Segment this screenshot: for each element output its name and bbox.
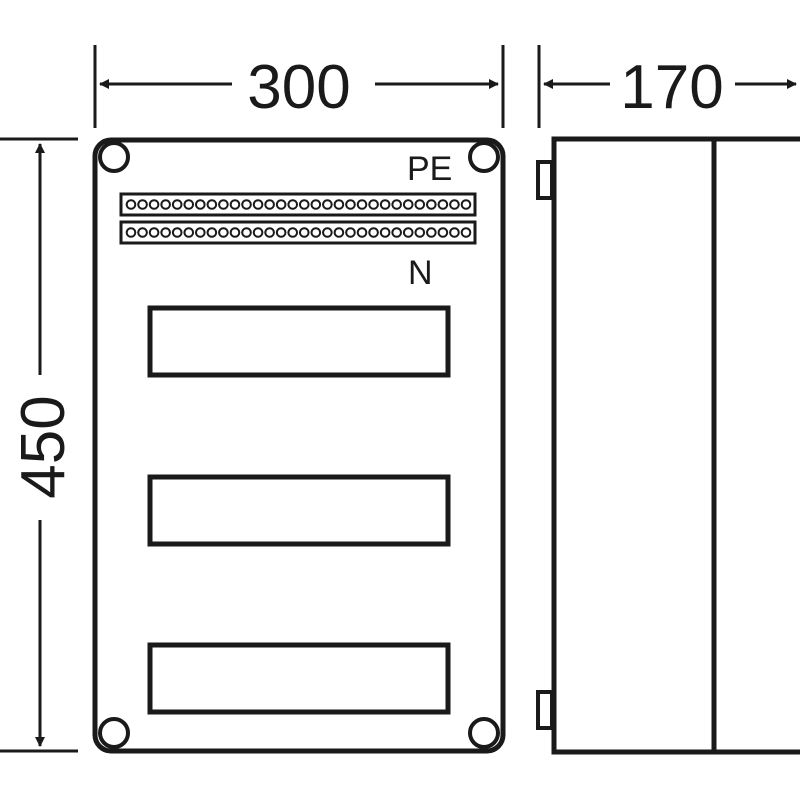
height-value: 450 <box>9 395 78 498</box>
n-terminal-hole <box>449 227 460 238</box>
front-housing <box>92 137 506 754</box>
pe-terminal-hole <box>229 199 241 210</box>
pe-terminal-hole <box>414 199 426 210</box>
depth-dimension: 170 <box>537 45 797 128</box>
pe-terminal-hole <box>310 199 322 210</box>
din-rail-windows <box>147 305 451 715</box>
pe-terminal-hole <box>449 199 460 210</box>
pe-terminal-hole <box>218 199 229 210</box>
pe-terminal-hole <box>426 199 437 210</box>
n-label: N <box>408 254 433 292</box>
n-terminal-hole <box>252 227 264 238</box>
height-dimension: 450 <box>0 137 78 753</box>
pe-terminal-hole <box>160 199 171 210</box>
n-terminal-hole <box>171 227 183 238</box>
n-terminal-hole <box>148 227 160 238</box>
din-rail-window <box>147 474 451 547</box>
n-terminal-hole <box>275 227 287 238</box>
n-terminal-hole <box>356 227 368 238</box>
pe-terminal-hole <box>460 199 472 210</box>
n-terminal-hole <box>322 227 333 238</box>
pe-terminal-hole <box>437 199 449 210</box>
width-value: 300 <box>247 53 350 122</box>
n-terminal-hole <box>195 227 206 238</box>
pe-terminal-hole <box>356 199 368 210</box>
pe-terminal-hole <box>206 199 218 210</box>
width-dimension: 300 <box>93 45 505 128</box>
n-terminal-hole <box>310 227 322 238</box>
pe-terminal-hole <box>148 199 160 210</box>
pe-terminal-hole <box>287 199 299 210</box>
pe-terminal-hole <box>368 199 379 210</box>
pe-terminal-hole <box>137 199 148 210</box>
pe-terminal-hole <box>275 199 287 210</box>
n-terminal-hole <box>125 227 137 238</box>
pe-terminal-hole <box>195 199 206 210</box>
pe-terminal-hole <box>402 199 414 210</box>
pe-terminal-hole <box>125 199 137 210</box>
n-terminal-hole <box>287 227 299 238</box>
pe-terminal-holes <box>125 199 472 210</box>
n-terminal-hole <box>218 227 229 238</box>
n-terminal-hole <box>183 227 195 238</box>
corner-screw-top-right <box>468 141 500 173</box>
pe-terminal-hole <box>345 199 356 210</box>
n-terminal-hole <box>437 227 449 238</box>
din-rail-window <box>147 642 451 715</box>
n-terminal-holes <box>125 227 472 238</box>
side-view <box>536 136 800 755</box>
n-terminal-hole <box>298 227 310 238</box>
n-terminal-hole <box>402 227 414 238</box>
corner-screw-bottom-left <box>98 717 130 749</box>
corner-screw-bottom-right <box>468 717 500 749</box>
pe-terminal-hole <box>298 199 310 210</box>
pe-terminal-hole <box>183 199 195 210</box>
n-terminal-hole <box>426 227 437 238</box>
pe-terminal-hole <box>252 199 264 210</box>
n-terminal-hole <box>460 227 472 238</box>
hinge-bottom <box>536 690 554 730</box>
n-terminal-hole <box>229 227 241 238</box>
pe-label: PE <box>407 150 452 188</box>
hinge-top <box>536 160 554 200</box>
pe-terminal-hole <box>171 199 183 210</box>
pe-terminal-hole <box>241 199 252 210</box>
n-terminal-hole <box>333 227 345 238</box>
side-housing <box>551 136 800 755</box>
pe-terminal-hole <box>391 199 402 210</box>
depth-value: 170 <box>620 53 723 122</box>
n-terminal-hole <box>379 227 391 238</box>
n-terminal-hole <box>391 227 402 238</box>
n-terminal-hole <box>414 227 426 238</box>
n-terminal-hole <box>241 227 252 238</box>
n-terminal-hole <box>206 227 218 238</box>
pe-terminal-hole <box>379 199 391 210</box>
corner-screw-top-left <box>98 141 130 173</box>
n-terminal-hole <box>137 227 148 238</box>
din-rail-window <box>147 305 451 378</box>
n-terminal-hole <box>264 227 275 238</box>
pe-terminal-hole <box>264 199 275 210</box>
pe-terminal-hole <box>322 199 333 210</box>
n-terminal-hole <box>160 227 171 238</box>
pe-terminal-hole <box>333 199 345 210</box>
n-terminal-hole <box>368 227 379 238</box>
front-view: PE N <box>92 137 506 754</box>
n-terminal-hole <box>345 227 356 238</box>
